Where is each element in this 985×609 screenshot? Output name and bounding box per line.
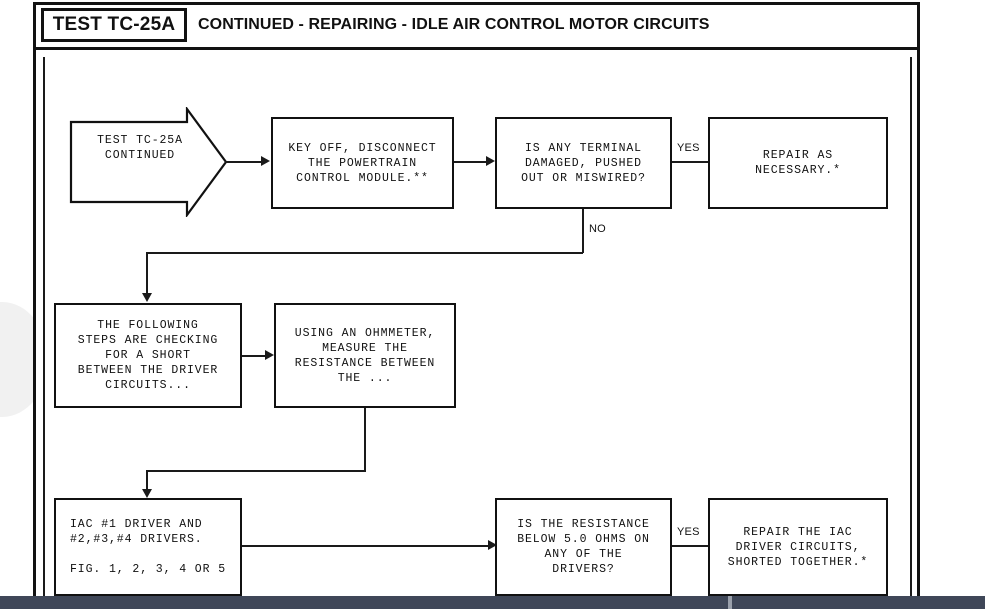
arrowhead-steps-to-ohmmeter [265,350,274,360]
connector-no-vert-1 [582,209,584,253]
arrowhead-ohmmeter-to-iac [142,489,152,498]
connector-steps-to-ohmmeter [242,355,267,357]
node-repair-shorted: REPAIR THE IAC DRIVER CIRCUITS, SHORTED … [708,498,888,596]
flow-start-label: TEST TC-25A CONTINUED [97,134,183,162]
branch-label-yes-top: YES [677,142,700,154]
app-bottom-bar [0,596,985,609]
connector-terminal-yes [672,161,710,163]
node-iac-drivers: IAC #1 DRIVER AND #2,#3,#4 DRIVERS. FIG.… [54,498,242,596]
arrowhead-keyoff-to-terminal [486,156,495,166]
connector-start-to-keyoff [225,161,263,163]
branch-label-no-top: NO [589,223,606,235]
node-terminal-check: IS ANY TERMINAL DAMAGED, PUSHED OUT OR M… [495,117,672,209]
node-ohmmeter-text: USING AN OHMMETER, MEASURE THE RESISTANC… [294,326,436,385]
node-key-off-text: KEY OFF, DISCONNECT THE POWERTRAIN CONTR… [288,141,437,185]
node-ohmmeter: USING AN OHMMETER, MEASURE THE RESISTANC… [274,303,456,408]
page-title: CONTINUED - REPAIRING - IDLE AIR CONTROL… [198,16,710,33]
node-following-steps-text: THE FOLLOWING STEPS ARE CHECKING FOR A S… [77,319,219,392]
branch-label-yes-bottom: YES [677,526,700,538]
node-terminal-check-text: IS ANY TERMINAL DAMAGED, PUSHED OUT OR M… [521,141,646,185]
node-repair-shorted-text: REPAIR THE IAC DRIVER CIRCUITS, SHORTED … [727,525,869,569]
app-bottom-bar-divider [728,596,732,609]
connector-ohmmeter-horz [146,470,366,472]
flow-start-shape: TEST TC-25A CONTINUED [69,107,229,217]
connector-no-vert-2 [146,252,148,296]
test-id-badge: TEST TC-25A [41,8,187,42]
node-key-off: KEY OFF, DISCONNECT THE POWERTRAIN CONTR… [271,117,454,209]
arrowhead-iac-to-resistance [488,540,497,550]
connector-ohmmeter-vert-1 [364,408,366,471]
node-repair-as-necessary: REPAIR AS NECESSARY.* [708,117,888,209]
node-iac-drivers-text: IAC #1 DRIVER AND #2,#3,#4 DRIVERS. FIG.… [69,518,227,576]
connector-no-horz [146,252,583,254]
connector-ohmmeter-vert-2 [146,470,148,492]
arrowhead-start-to-keyoff [261,156,270,166]
document-header: TEST TC-25A CONTINUED - REPAIRING - IDLE… [36,5,917,50]
node-repair-as-necessary-text: REPAIR AS NECESSARY.* [755,149,841,177]
node-resistance-check-text: IS THE RESISTANCE BELOW 5.0 OHMS ON ANY … [517,518,650,576]
connector-keyoff-to-terminal [454,161,488,163]
connector-resistance-yes [672,545,710,547]
node-following-steps: THE FOLLOWING STEPS ARE CHECKING FOR A S… [54,303,242,408]
document-page-frame [33,2,920,596]
connector-iac-to-resistance [242,545,491,547]
flowchart-canvas: TEST TC-25A CONTINUED KEY OFF, DISCONNEC… [43,57,912,596]
arrowhead-no-to-following-steps [142,293,152,302]
test-id-label: TEST TC-25A [52,14,176,35]
node-resistance-check: IS THE RESISTANCE BELOW 5.0 OHMS ON ANY … [495,498,672,596]
